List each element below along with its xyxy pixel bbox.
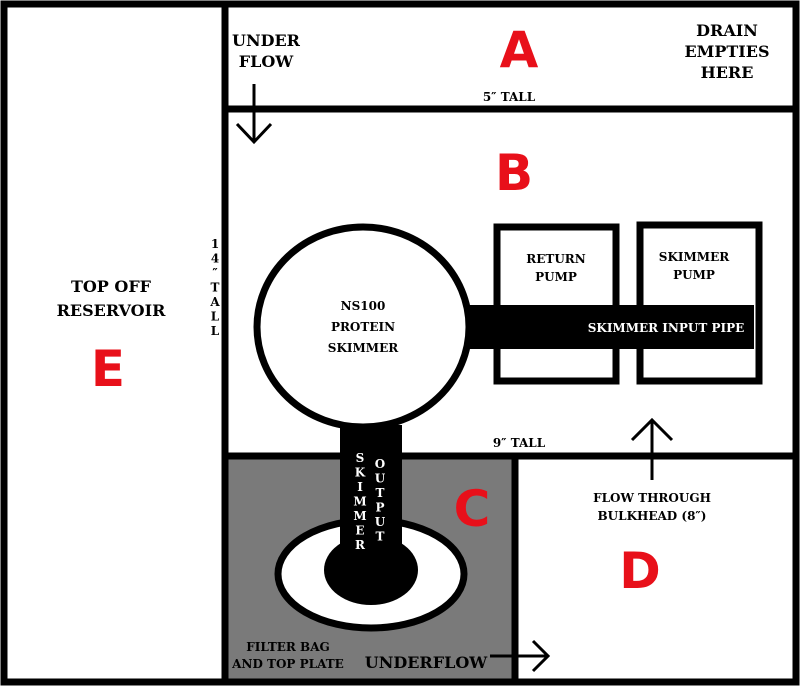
out-col1-char: K xyxy=(355,466,366,480)
out-col2-char: U xyxy=(375,472,386,486)
tall-col-char: L xyxy=(211,324,220,338)
drain-label-line1: DRAIN xyxy=(696,21,758,40)
return-pump-box xyxy=(493,223,620,385)
tall-col-char: A xyxy=(209,295,220,309)
skimmer-label-line3: SKIMMER xyxy=(328,341,399,355)
drain-label-line3: HERE xyxy=(701,63,754,82)
section-c-letter: C xyxy=(454,480,491,538)
tall-col-char: ″ xyxy=(212,266,218,280)
section-a-letter: A xyxy=(500,21,539,79)
section-e-letter: E xyxy=(91,340,125,398)
reservoir-label-line1: TOP OFF xyxy=(71,277,152,296)
out-col2-char: T xyxy=(376,486,385,500)
bulkhead-flow-label-line2: BULKHEAD (8″) xyxy=(598,509,707,523)
return-pump-label-line2: PUMP xyxy=(535,270,577,284)
skimmer-pump-box xyxy=(636,221,763,385)
section-b-letter: B xyxy=(495,144,533,202)
underflow-c-label: UNDERFLOW xyxy=(365,653,488,672)
underflow-label-line1: UNDER xyxy=(232,31,301,50)
out-col1-char: R xyxy=(355,538,366,552)
total-height-label: 14″TALL xyxy=(209,237,220,338)
skimmer-input-pipe xyxy=(468,305,754,349)
out-col2-char: U xyxy=(375,515,386,529)
section-d-letter: D xyxy=(619,542,661,600)
out-col1-char: M xyxy=(353,495,366,509)
tall-col-char: 4 xyxy=(211,252,219,266)
filter-bag-label-line1: FILTER BAG xyxy=(246,640,330,654)
reservoir-label-line2: RESERVOIR xyxy=(57,301,167,320)
drain-label-line2: EMPTIES xyxy=(684,42,769,61)
protein-skimmer-body xyxy=(253,223,473,431)
skimmer-output-label-col1: SKIMMER xyxy=(353,451,366,552)
out-col1-char: M xyxy=(353,509,366,523)
skimmer-label-line2: PROTEIN xyxy=(331,320,395,334)
tall-col-char: L xyxy=(211,310,220,324)
arrow-up-icon xyxy=(630,417,674,480)
filter-bag-label-line2: AND TOP PLATE xyxy=(231,657,344,671)
out-col1-char: I xyxy=(357,480,363,494)
out-col1-char: E xyxy=(355,524,364,538)
out-col2-char: O xyxy=(375,457,385,471)
skimmer-label-line1: NS100 xyxy=(341,299,386,313)
skimmer-input-pipe-label: SKIMMER INPUT PIPE xyxy=(588,321,745,335)
skimmer-output-end xyxy=(324,535,418,605)
out-col2-char: T xyxy=(376,530,385,544)
tall-col-char: 1 xyxy=(211,237,219,251)
skimmer-pump-label-line2: PUMP xyxy=(673,268,715,282)
skimmer-pump-label-line1: SKIMMER xyxy=(659,250,730,264)
bulkhead-flow-label-line1: FLOW THROUGH xyxy=(593,491,711,505)
section-a-height-label: 5″ TALL xyxy=(483,90,536,104)
arrow-down-icon xyxy=(235,84,273,145)
return-pump-label-line1: RETURN xyxy=(526,252,585,266)
out-col2-char: P xyxy=(375,501,384,515)
section-b-height-label: 9″ TALL xyxy=(493,436,546,450)
out-col1-char: S xyxy=(356,451,365,465)
tall-col-char: T xyxy=(211,281,220,295)
underflow-label-line2: FLOW xyxy=(239,52,295,71)
arrow-right-icon xyxy=(490,639,551,673)
